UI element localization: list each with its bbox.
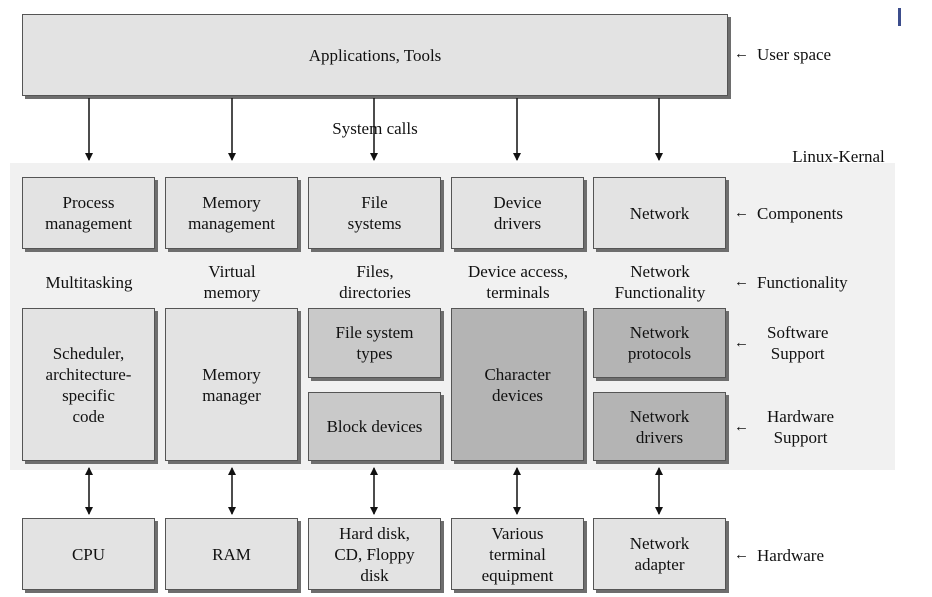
hard-disk-label: Hard disk, CD, Floppy disk [334,523,415,585]
device-drivers-label: Device drivers [493,193,542,233]
hardware-label: Hardware [757,546,825,565]
left-arrow-icon: ← [734,334,749,351]
hardware-annotation: ← Hardware [734,545,824,566]
functionality-virtual-memory: Virtual memory [203,262,261,302]
user-space-label: User space [757,45,832,64]
terminal-equipment-box: Various terminal equipment [451,518,584,590]
components-label: Components [757,204,843,223]
functionality-multitasking: Multitasking [45,273,133,292]
corner-marker [898,8,901,26]
left-arrow-icon: ← [734,205,749,221]
software-support-label: Software Support [767,323,829,363]
network-adapter-box: Network adapter [593,518,726,590]
memory-management-box: Memory management [165,177,298,249]
block-devices-label: Block devices [326,417,423,436]
left-arrow-icon: ← [734,418,749,435]
components-annotation: ← Components [734,203,843,224]
network-adapter-label: Network adapter [629,534,690,574]
software-support-annotation: ← Software Support [734,322,828,364]
user-space-annotation: ← User space [734,44,831,65]
functionality-label: Functionality [757,273,848,292]
cpu-box: CPU [22,518,155,590]
process-management-box: Process management [22,177,155,249]
file-systems-box: File systems [308,177,441,249]
character-devices-box: Character devices [451,308,584,461]
file-system-types-label: File system types [335,323,414,363]
network-box: Network [593,177,726,249]
network-drivers-label: Network drivers [629,406,690,447]
applications-label: Applications, Tools [308,45,442,65]
functionality-files-directories: Files, directories [339,262,411,302]
network-protocols-box: Network protocols [593,308,726,378]
hard-disk-box: Hard disk, CD, Floppy disk [308,518,441,590]
system-calls-label: System calls [332,119,418,138]
memory-management-label: Memory management [188,193,275,233]
scheduler-box: Scheduler, architecture- specific code [22,308,155,461]
network-drivers-box: Network drivers [593,392,726,461]
file-system-types-box: File system types [308,308,441,378]
memory-manager-label: Memory manager [202,364,261,405]
ram-label: RAM [212,544,251,564]
process-management-label: Process management [45,193,132,233]
hardware-support-annotation: ← Hardware Support [734,406,834,448]
cpu-label: CPU [71,544,106,564]
memory-manager-box: Memory manager [165,308,298,461]
network-protocols-label: Network protocols [627,323,692,363]
scheduler-label: Scheduler, architecture- specific code [45,343,132,426]
functionality-network: Network Functionality [614,262,706,302]
file-systems-label: File systems [347,193,402,233]
functionality-device-access: Device access, terminals [467,262,569,302]
ram-box: RAM [165,518,298,590]
device-drivers-box: Device drivers [451,177,584,249]
left-arrow-icon: ← [734,274,749,290]
character-devices-label: Character devices [484,364,551,405]
kernel-label: Linux-Kernal [792,147,885,166]
applications-box: Applications, Tools [22,14,728,96]
left-arrow-icon: ← [734,46,749,62]
functionality-annotation: ← Functionality [734,272,848,293]
left-arrow-icon: ← [734,547,749,563]
block-devices-box: Block devices [308,392,441,461]
terminal-equipment-label: Various terminal equipment [481,523,554,585]
hardware-support-label: Hardware Support [767,407,835,447]
network-label: Network [629,203,690,223]
